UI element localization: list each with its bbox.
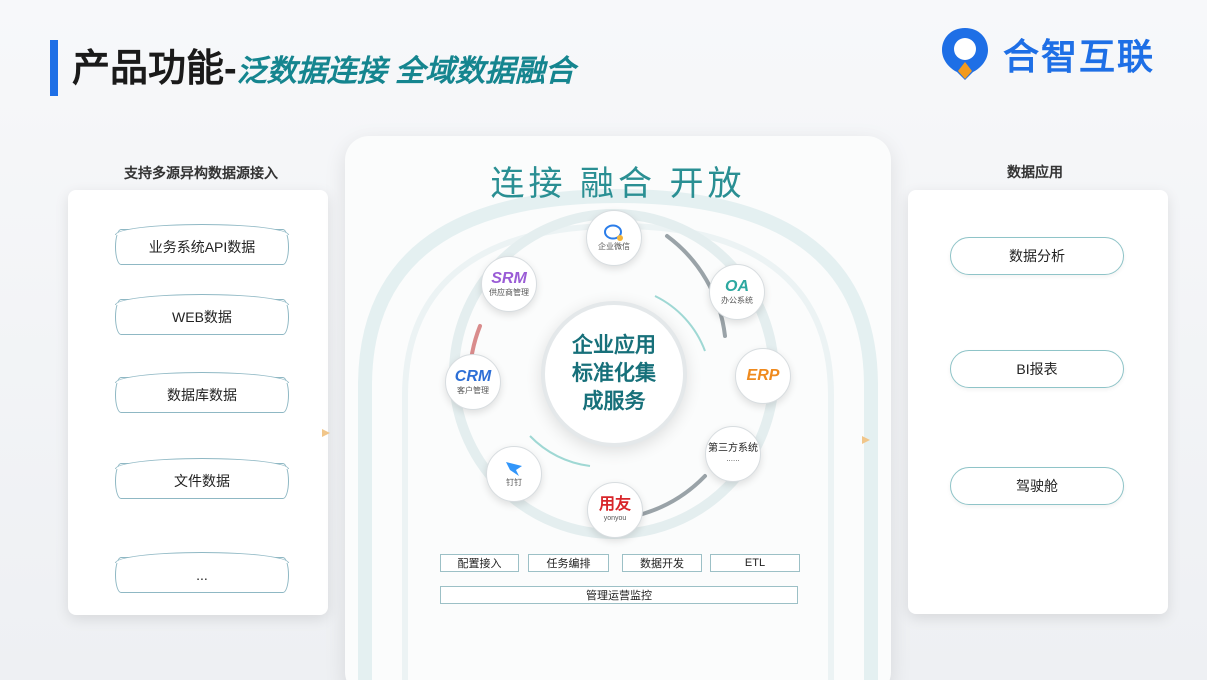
title-main: 产品功能- bbox=[72, 48, 237, 90]
integration-hub-card: 连接 融合 开放 企业应用标准化集成服务 企业微信 OA 办公系统 ERP 第三… bbox=[345, 136, 891, 680]
node-erp: ERP bbox=[735, 348, 791, 404]
node-third-party: 第三方系统 ...... bbox=[705, 426, 761, 482]
hub-title: 连接 融合 开放 bbox=[490, 165, 746, 203]
left-section-label: 支持多源异构数据源接入 bbox=[124, 165, 278, 181]
location-pin-logo-icon bbox=[941, 28, 988, 80]
logo-text: 合智互联 bbox=[1002, 36, 1155, 77]
node-crm: CRM 客户管理 bbox=[445, 354, 501, 410]
title-sub: 泛数据连接 全域数据融合 bbox=[236, 55, 575, 88]
app-data-analysis: 数据分析 bbox=[950, 237, 1124, 275]
core-service-circle: 企业应用标准化集成服务 bbox=[541, 301, 687, 447]
source-more: ... bbox=[115, 552, 289, 593]
node-wechat-work: 企业微信 bbox=[586, 210, 642, 266]
node-oa: OA 办公系统 bbox=[709, 264, 765, 320]
dingtalk-icon bbox=[506, 462, 522, 476]
source-database: 数据库数据 bbox=[115, 372, 289, 413]
data-source-panel: 业务系统API数据 WEB数据 数据库数据 文件数据 ... bbox=[68, 190, 328, 615]
title-accent-bar bbox=[50, 40, 58, 96]
source-web: WEB数据 bbox=[115, 294, 289, 335]
core-service-label: 企业应用标准化集成服务 bbox=[572, 334, 656, 413]
brand-logo: 合智互联 bbox=[939, 26, 1155, 82]
app-cockpit: 驾驶舱 bbox=[950, 467, 1124, 505]
tag-config-access: 配置接入 bbox=[440, 554, 519, 572]
data-application-panel: 数据分析 BI报表 驾驶舱 bbox=[908, 190, 1168, 614]
wechat-work-icon bbox=[604, 224, 623, 241]
tag-data-development: 数据开发 bbox=[622, 554, 702, 572]
right-section-label: 数据应用 bbox=[1007, 164, 1063, 180]
page-title: 产品功能-泛数据连接 全域数据融合 bbox=[72, 44, 575, 97]
tag-task-orchestration: 任务编排 bbox=[528, 554, 609, 572]
node-srm: SRM 供应商管理 bbox=[481, 256, 537, 312]
source-api: 业务系统API数据 bbox=[115, 224, 289, 265]
source-file: 文件数据 bbox=[115, 458, 289, 499]
tag-etl: ETL bbox=[710, 554, 800, 572]
node-yonyou: 用友 yonyou bbox=[587, 482, 643, 538]
app-bi-report: BI报表 bbox=[950, 350, 1124, 388]
tag-ops-monitoring: 管理运营监控 bbox=[440, 586, 798, 604]
node-dingtalk: 钉钉 bbox=[486, 446, 542, 502]
